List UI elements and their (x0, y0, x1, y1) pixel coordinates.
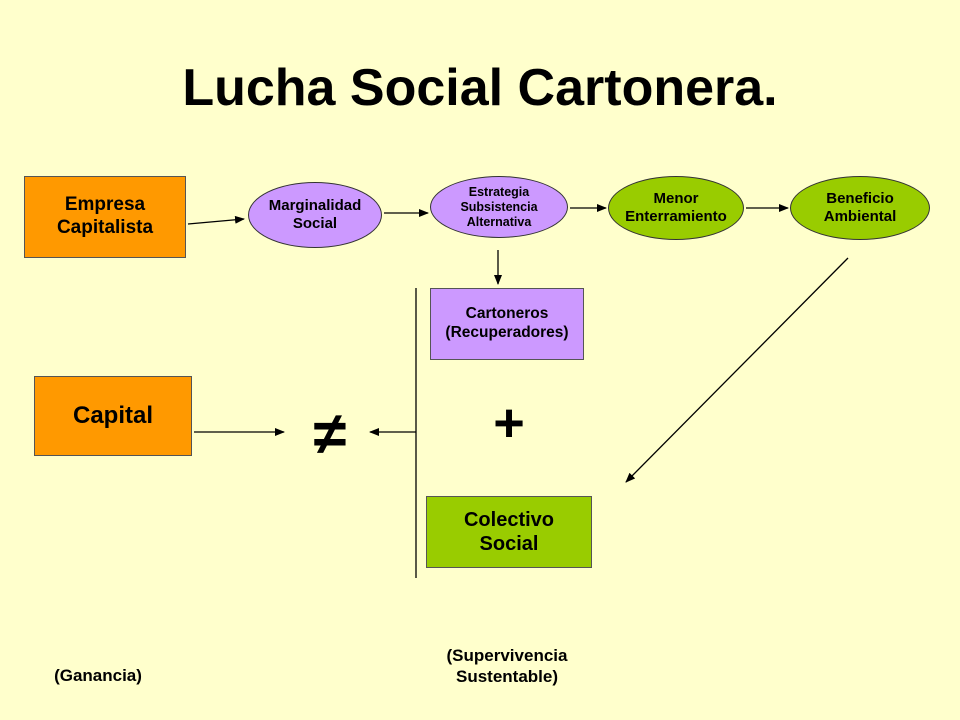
page-title: Lucha Social Cartonera. (182, 59, 778, 117)
plus-symbol: + (493, 393, 525, 453)
node-beneficio-label: Beneficio Ambiental (823, 190, 897, 225)
node-colectivo-label: Colectivo Social (463, 509, 555, 555)
node-cartoneros-label: Cartoneros (Recuperadores) (445, 305, 569, 341)
node-beneficio-ambiental: Beneficio Ambiental (790, 176, 930, 240)
note-ganancia: (Ganancia) (54, 666, 142, 685)
arrow-empresa-to-marginalidad (187, 215, 245, 225)
node-marginalidad-label: Marginalidad Social (268, 197, 362, 232)
node-capital-label: Capital (72, 401, 153, 429)
node-colectivo-social: Colectivo Social (426, 496, 592, 568)
node-menor-label: Menor Enterramiento (625, 190, 727, 225)
node-estrategia-label: Estrategia Subsistencia Alternativa (460, 184, 538, 229)
node-capital: Capital (34, 376, 192, 456)
node-empresa-capitalista: Empresa Capitalista (24, 176, 186, 258)
arrow-beneficio-to-center (625, 257, 849, 483)
node-empresa-label: Empresa Capitalista (56, 194, 154, 238)
node-cartoneros: Cartoneros (Recuperadores) (430, 288, 584, 360)
note-supervivencia: (Supervivencia Sustentable) (446, 646, 568, 687)
node-estrategia-subsistencia: Estrategia Subsistencia Alternativa (430, 176, 568, 238)
node-menor-enterramiento: Menor Enterramiento (608, 176, 744, 240)
node-marginalidad-social: Marginalidad Social (248, 182, 382, 248)
not-equal-symbol: ≠ (313, 400, 347, 467)
